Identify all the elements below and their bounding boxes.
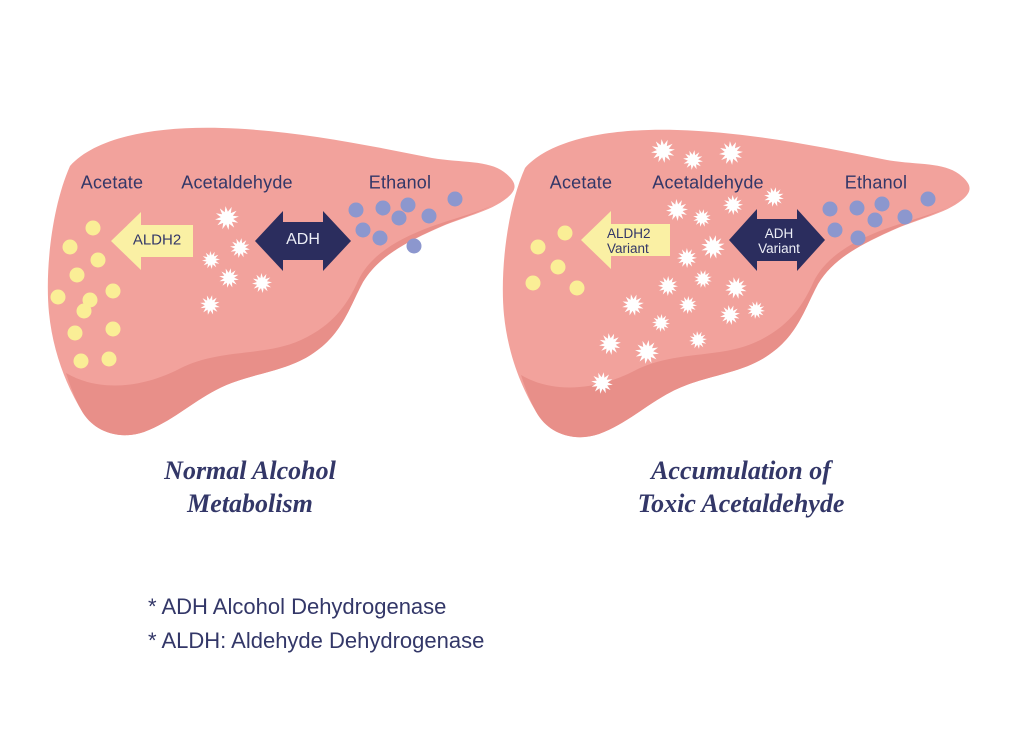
acetaldehyde-molecule-star <box>591 372 613 394</box>
footnote-adh: * ADH Alcohol Dehydrogenase <box>148 594 447 619</box>
acetate-molecule-dot <box>101 351 117 367</box>
ethanol-molecule-dot <box>372 230 388 246</box>
acetate-molecule-dot <box>90 252 106 268</box>
acetaldehyde-molecule-star <box>651 139 675 163</box>
acetaldehyde-molecule-star <box>725 277 747 299</box>
acetate-molecule-dot <box>73 353 89 369</box>
acetaldehyde-molecule-star <box>723 195 743 215</box>
acetate-molecule-dot <box>69 267 85 283</box>
acetaldehyde-molecule-star <box>200 295 220 315</box>
caption-normal-line1: Normal Alcohol <box>164 456 336 485</box>
acetaldehyde-molecule-star <box>693 209 711 227</box>
acetate-molecule-dot <box>105 321 121 337</box>
acetaldehyde-molecule-star <box>622 294 644 316</box>
aldh2-arrow-normal <box>111 212 193 270</box>
ethanol-molecule-dot <box>421 208 437 224</box>
aldh2-variant-line2: Variant <box>607 241 649 256</box>
acetate-molecule-dot <box>50 289 66 305</box>
aldh2-arrow-label-normal: ALDH2 <box>132 231 182 249</box>
acetaldehyde-molecule-star <box>694 270 712 288</box>
adh-variant-arrow <box>729 209 825 271</box>
acetaldehyde-molecule-star <box>701 235 725 259</box>
acetaldehyde-molecule-star <box>720 305 740 325</box>
acetaldehyde-molecule-star <box>219 268 239 288</box>
adh-arrow-normal <box>255 211 351 271</box>
acetate-molecule-dot <box>76 303 92 319</box>
acetate-label-normal: Acetate <box>80 172 144 193</box>
acetaldehyde-molecule-star <box>677 248 697 268</box>
footnote-aldh: * ALDH: Aldehyde Dehydrogenase <box>148 628 485 653</box>
acetaldehyde-molecule-star <box>683 150 703 170</box>
ethanol-label-normal: Ethanol <box>368 172 432 193</box>
acetaldehyde-molecule-star <box>666 199 688 221</box>
ethanol-molecule-dot <box>822 201 838 217</box>
acetaldehyde-molecule-star <box>202 251 220 269</box>
acetaldehyde-molecule-star <box>599 333 621 355</box>
acetaldehyde-molecule-star <box>635 340 659 364</box>
caption-variant-line2: Toxic Acetaldehyde <box>637 489 845 518</box>
acetaldehyde-molecule-star <box>679 296 697 314</box>
ethanol-molecule-dot <box>849 200 865 216</box>
ethanol-molecule-dot <box>850 230 866 246</box>
ethanol-molecule-dot <box>348 202 364 218</box>
acetaldehyde-molecule-star <box>764 187 784 207</box>
ethanol-molecule-dot <box>897 209 913 225</box>
acetaldehyde-molecule-star <box>215 206 239 230</box>
acetate-molecule-dot <box>569 280 585 296</box>
ethanol-molecule-dot <box>867 212 883 228</box>
adh-variant-line1: ADH <box>764 226 794 241</box>
acetate-molecule-dot <box>85 220 101 236</box>
acetate-molecule-dot <box>62 239 78 255</box>
acetaldehyde-label-normal: Acetaldehyde <box>181 172 293 193</box>
molecules-variant <box>525 139 936 394</box>
acetaldehyde-molecule-star <box>252 273 272 293</box>
acetaldehyde-molecule-star <box>230 238 250 258</box>
ethanol-molecule-dot <box>375 200 391 216</box>
ethanol-molecule-dot <box>406 238 422 254</box>
acetaldehyde-molecule-star <box>658 276 678 296</box>
aldh2-variant-arrow <box>581 211 670 269</box>
ethanol-molecule-dot <box>447 191 463 207</box>
adh-variant-line2: Variant <box>758 241 800 256</box>
ethanol-molecule-dot <box>391 210 407 226</box>
ethanol-molecule-dot <box>920 191 936 207</box>
acetate-molecule-dot <box>530 239 546 255</box>
caption-normal-line2: Metabolism <box>187 489 313 518</box>
acetate-label-variant: Acetate <box>549 172 613 193</box>
caption-variant: Accumulation of Toxic Acetaldehyde <box>638 454 845 520</box>
adh-variant-arrow-label: ADH Variant <box>758 226 800 256</box>
acetate-molecule-dot <box>105 283 121 299</box>
ethanol-molecule-dot <box>874 196 890 212</box>
acetaldehyde-molecule-star <box>747 301 765 319</box>
caption-variant-line1: Accumulation of <box>651 456 831 485</box>
acetate-molecule-dot <box>67 325 83 341</box>
footnotes: * ADH Alcohol Dehydrogenase * ALDH: Alde… <box>148 590 484 658</box>
acetaldehyde-molecule-star <box>689 331 707 349</box>
acetate-molecule-dot <box>525 275 541 291</box>
aldh2-variant-arrow-label: ALDH2 Variant <box>607 226 651 256</box>
adh-arrow-label-normal: ADH <box>286 231 320 248</box>
acetate-molecule-dot <box>550 259 566 275</box>
ethanol-molecule-dot <box>355 222 371 238</box>
caption-normal: Normal Alcohol Metabolism <box>164 454 336 520</box>
acetaldehyde-molecule-star <box>719 141 743 165</box>
ethanol-molecule-dot <box>827 222 843 238</box>
acetaldehyde-molecule-star <box>652 314 670 332</box>
acetate-molecule-dot <box>82 292 98 308</box>
molecules-normal <box>50 191 463 369</box>
acetate-molecule-dot <box>557 225 573 241</box>
ethanol-label-variant: Ethanol <box>844 172 908 193</box>
ethanol-molecule-dot <box>400 197 416 213</box>
acetaldehyde-label-variant: Acetaldehyde <box>652 172 764 193</box>
aldh2-variant-line1: ALDH2 <box>607 226 651 241</box>
